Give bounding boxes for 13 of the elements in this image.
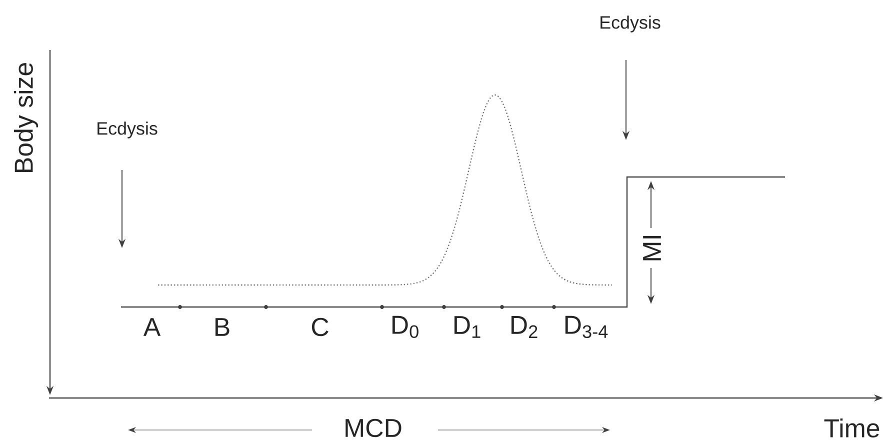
stage-label: A (143, 318, 161, 336)
axis-label: Body size (14, 63, 38, 172)
stage-label: D$_{3-4}$ (565, 316, 608, 338)
axis-label: Time (824, 418, 880, 438)
dimension-label: MCD (346, 418, 402, 438)
stage-label: D$_{2}$ (511, 316, 538, 338)
stage-label: B (216, 318, 230, 336)
stage-label: D$_{1}$ (454, 316, 480, 338)
stage-label: D$_{0}$ (392, 316, 418, 338)
dimension-label: MI (643, 236, 661, 260)
event-label: Ecdysis (98, 122, 158, 138)
event-label: Ecdysis (600, 16, 660, 32)
stage-label: C (312, 318, 328, 336)
